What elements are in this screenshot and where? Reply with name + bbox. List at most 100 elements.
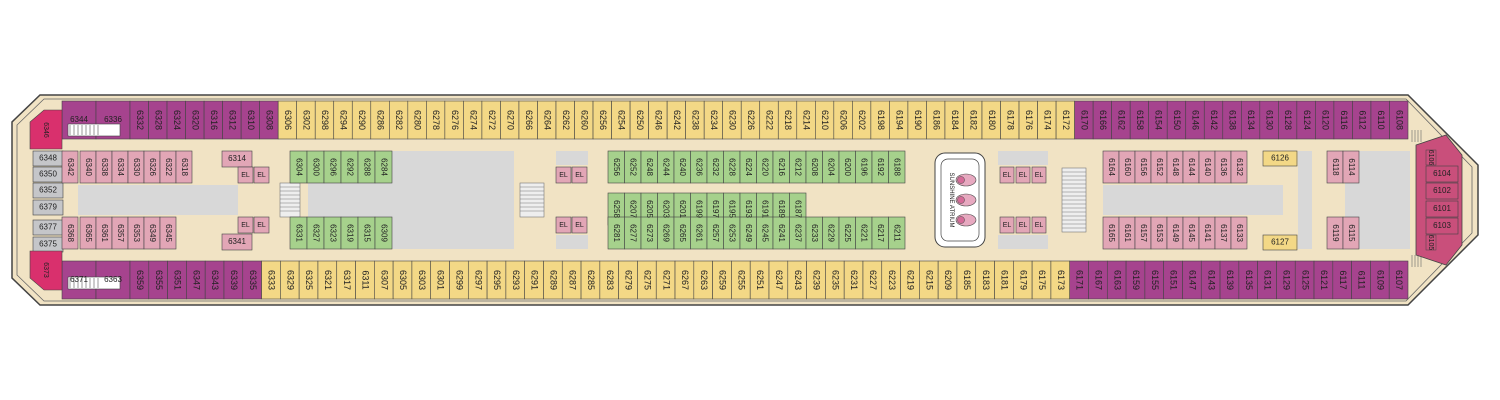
sunshine-atrium: SUNSHINE ATRIUM	[934, 152, 986, 248]
cabin-number: 6283	[605, 270, 615, 290]
cabin-6126[interactable]	[1262, 150, 1298, 167]
cabin-6342[interactable]	[61, 150, 79, 184]
mid-hall	[556, 151, 588, 165]
cabin-6341[interactable]	[221, 233, 253, 251]
cabin-number: 6186	[931, 110, 941, 130]
cabin-number: 6184	[950, 110, 960, 130]
elevator-label: EL	[241, 172, 250, 179]
cabin-number: 6110	[1376, 110, 1386, 129]
cabin-number: 6223	[887, 270, 897, 290]
cabin-number: 6167	[1094, 270, 1104, 290]
cabin-number: 6242	[672, 110, 682, 130]
elevator-label: EL	[257, 172, 266, 179]
cabin-6106[interactable]	[1425, 149, 1437, 166]
cabin-6132[interactable]	[1230, 150, 1248, 184]
cabin-6188[interactable]	[888, 150, 906, 184]
cabin-number: 6156	[1139, 158, 1148, 176]
cabin-number: 6359	[135, 270, 145, 290]
cabin-6211[interactable]	[888, 216, 906, 250]
cabin-6284[interactable]	[374, 150, 393, 184]
bow-gap	[1298, 151, 1312, 249]
cabin-6102[interactable]	[1425, 182, 1459, 200]
cabin-number: 6211	[893, 224, 902, 242]
cabin-number: 6307	[379, 270, 389, 290]
cabin-6108[interactable]	[1389, 100, 1409, 140]
stern-lounge	[78, 185, 238, 215]
cabin-number: 6311	[361, 270, 371, 289]
cabin-number: 6209	[943, 270, 953, 290]
cabin-number: 6119	[1331, 224, 1340, 242]
cabin-6345[interactable]	[159, 216, 177, 250]
cabin-6352[interactable]	[32, 182, 64, 199]
cabin-number: 6210	[820, 110, 830, 130]
cabin-6115[interactable]	[1342, 216, 1360, 250]
elevator-label: EL	[575, 222, 584, 229]
cabin-number: 6257	[711, 224, 720, 242]
cabin-number: 6125	[1300, 270, 1310, 290]
cabin-number: 6236	[695, 158, 704, 176]
cabin-number: 6203	[662, 200, 671, 218]
cabin-6368[interactable]	[61, 216, 79, 250]
cabin-number: 6339	[229, 270, 239, 290]
cabin-number: 6217	[876, 224, 885, 242]
elevator-label: EL	[241, 222, 250, 229]
cabin-number: 6157	[1139, 224, 1148, 242]
cabin-number: 6117	[1338, 270, 1348, 289]
cabin-number: 6165	[1107, 224, 1116, 242]
cabin-number: 6238	[691, 110, 701, 130]
elevator	[999, 216, 1015, 234]
cabin-number: 6144	[1187, 158, 1196, 176]
cabin-6127[interactable]	[1262, 234, 1298, 251]
elevator-label: EL	[1035, 172, 1044, 179]
cabin-number: 6147	[1187, 270, 1197, 290]
cabin-6133[interactable]	[1230, 216, 1248, 250]
elevator	[1031, 166, 1047, 184]
cabin-number: 6331	[294, 224, 303, 242]
cabin-number: 6139	[1225, 270, 1235, 290]
cabin-6101[interactable]	[1425, 200, 1459, 218]
cabin-number: 6306	[283, 110, 293, 130]
cabin-number: 6321	[323, 270, 333, 290]
cabin-6379[interactable]	[32, 199, 64, 216]
cabin-number: 6373	[42, 262, 49, 278]
cabin-6107[interactable]	[1388, 260, 1409, 300]
mid-hall-lower	[556, 235, 588, 249]
cabin-number: 6239	[812, 270, 822, 290]
cabin-number: 6105	[1427, 235, 1434, 251]
cabin-number: 6275	[642, 270, 652, 290]
cabin-number: 6262	[561, 110, 571, 130]
cabin-number: 6368	[66, 224, 75, 242]
cabin-number: 6102	[1433, 186, 1451, 195]
glass-elevator-car	[957, 216, 965, 224]
cabin-6373[interactable]	[29, 250, 63, 291]
cabin-number: 6198	[876, 110, 886, 130]
elevator	[1015, 216, 1031, 234]
cabin-number: 6141	[1203, 224, 1212, 242]
cabin-6103[interactable]	[1425, 217, 1459, 235]
cabin-number: 6188	[893, 158, 902, 176]
cabin-number: 6342	[66, 158, 75, 176]
cabin-number: 6319	[345, 224, 354, 242]
cabin-number: 6146	[1191, 110, 1201, 130]
elevator-label: EL	[257, 222, 266, 229]
cabin-number: 6161	[1123, 224, 1132, 242]
cabin-number: 6336	[104, 115, 122, 124]
cabin-number: 6216	[777, 158, 786, 176]
cabin-6105[interactable]	[1425, 234, 1437, 251]
cabin-number: 6178	[1005, 110, 1015, 130]
cabin-number: 6181	[1000, 270, 1010, 290]
cabin-number: 6202	[857, 110, 867, 130]
elevator	[237, 166, 254, 184]
cabin-6114[interactable]	[1342, 150, 1360, 184]
cabin-6318[interactable]	[175, 150, 193, 184]
cabin-6104[interactable]	[1425, 165, 1459, 183]
cabin-number: 6196	[860, 158, 869, 176]
cabin-number: 6243	[793, 270, 803, 290]
atrium-label: SUNSHINE ATRIUM	[948, 173, 954, 228]
elevator	[253, 166, 270, 184]
cabin-6309[interactable]	[374, 216, 393, 250]
cabin-number: 6115	[1347, 224, 1356, 242]
cabin-number: 6350	[39, 170, 57, 179]
cabin-6346[interactable]	[29, 109, 63, 150]
cabin-6314[interactable]	[221, 150, 253, 168]
